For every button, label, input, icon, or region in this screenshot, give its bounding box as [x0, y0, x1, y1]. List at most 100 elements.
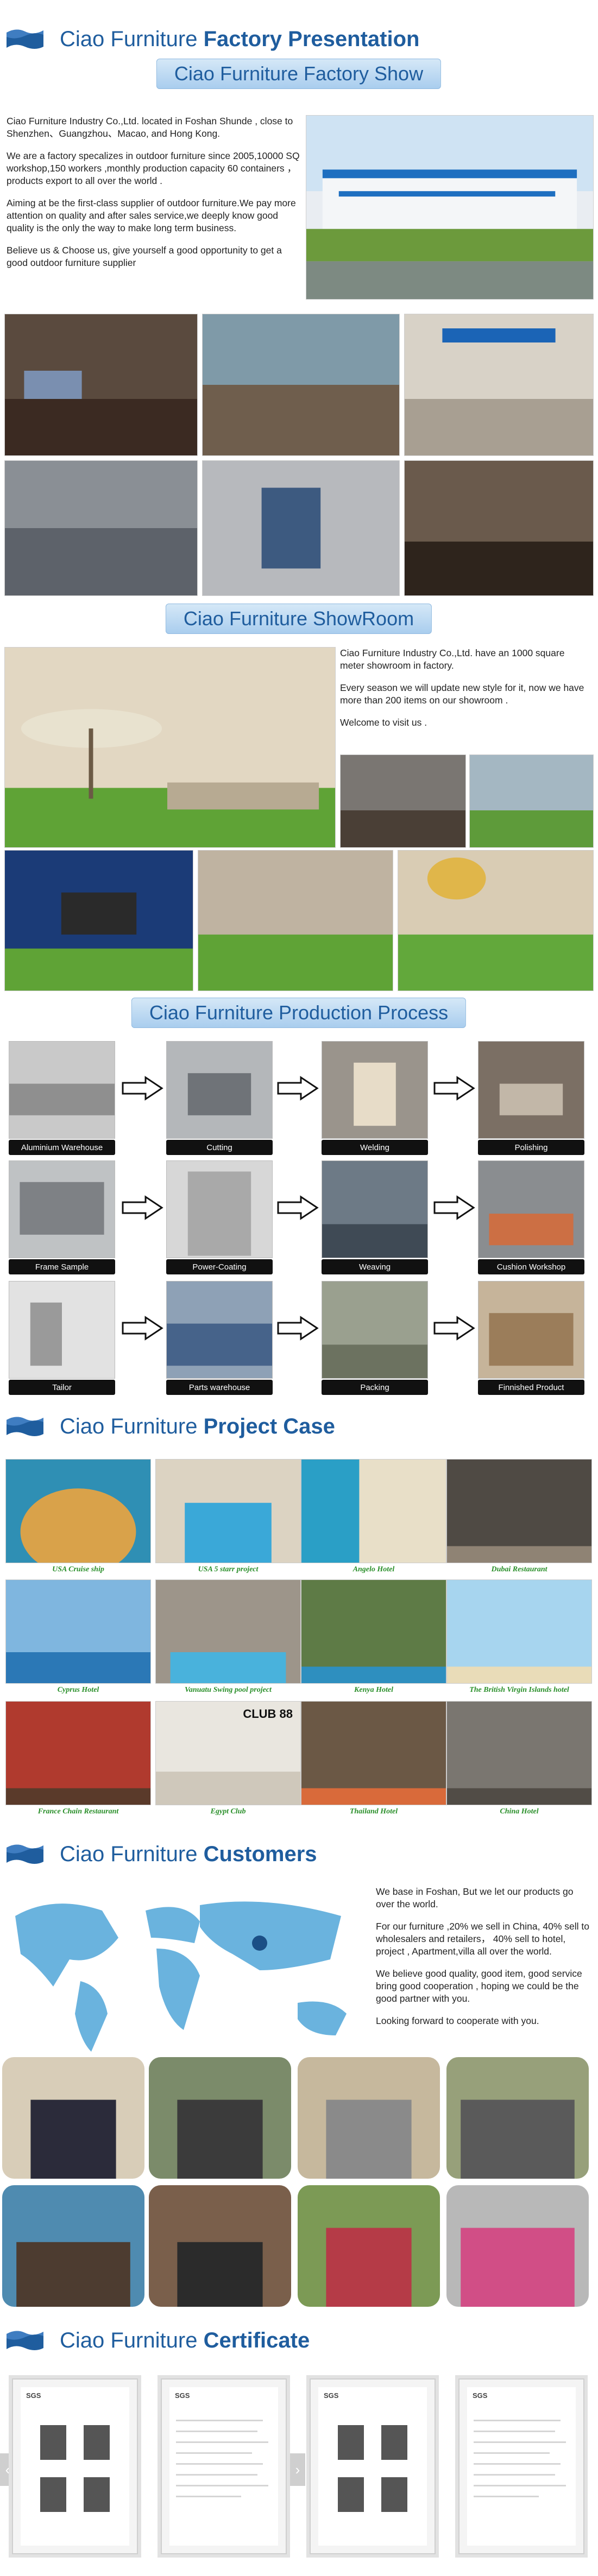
- section-title: Ciao Furniture Customers: [60, 1842, 317, 1866]
- process-label: Power-Coating: [166, 1259, 273, 1274]
- process-label: Parts warehouse: [166, 1380, 273, 1395]
- case-photo: [446, 1459, 592, 1563]
- process-label: Frame Sample: [9, 1259, 115, 1274]
- arrow-right-icon: [122, 1195, 163, 1220]
- process-photo: [166, 1160, 273, 1258]
- case-photo: [301, 1459, 446, 1563]
- process-label: Weaving: [322, 1259, 428, 1274]
- factory-photo: [202, 314, 400, 456]
- process-photo: [9, 1160, 115, 1258]
- arrow-right-icon: [277, 1076, 319, 1101]
- factory-exterior-photo: [306, 115, 594, 300]
- process-photo: [478, 1281, 584, 1379]
- flag-icon: [5, 1842, 45, 1866]
- case-photo: [155, 1459, 301, 1563]
- certificate-header: Ciao Furniture Certificate: [5, 2323, 310, 2358]
- factory-photo: [4, 460, 198, 596]
- case-caption: China Hotel: [500, 1807, 539, 1816]
- arrow-right-icon: [122, 1076, 163, 1101]
- arrow-right-icon: [277, 1316, 319, 1341]
- project-case-header: Ciao Furniture Project Case: [5, 1409, 335, 1444]
- certificate-image: [329, 2416, 416, 2521]
- arrow-right-icon: [433, 1316, 475, 1341]
- case-photo: [446, 1579, 592, 1684]
- case-photo: [5, 1701, 151, 1805]
- case-caption: Egypt Club: [210, 1807, 246, 1816]
- customer-photo: [446, 2185, 589, 2307]
- process-label: Welding: [322, 1140, 428, 1155]
- section-title: Ciao Furniture Project Case: [60, 1414, 335, 1438]
- case-caption: Thailand Hotel: [349, 1807, 398, 1816]
- arrow-right-icon: [122, 1316, 163, 1341]
- process-photo: [166, 1041, 273, 1139]
- process-photo: [9, 1281, 115, 1379]
- process-photo: [166, 1281, 273, 1379]
- flag-icon: [5, 2328, 45, 2352]
- showroom-main-photo: [4, 647, 336, 848]
- case-caption: Cyprus Hotel: [57, 1686, 99, 1694]
- section-title: Ciao Furniture Factory Presentation: [60, 27, 420, 51]
- customers-text: We base in Foshan, But we let our produc…: [376, 1886, 589, 2026]
- showroom-photo: [469, 754, 594, 848]
- case-photo: [5, 1459, 151, 1563]
- factory-show-banner: Ciao Furniture Factory Show: [156, 59, 442, 89]
- showroom-photo: [340, 754, 466, 848]
- factory-photo: [4, 314, 198, 456]
- customer-photo: [2, 2057, 144, 2179]
- process-photo: [322, 1160, 428, 1258]
- arrow-right-icon: [277, 1195, 319, 1220]
- factory-photo: [202, 460, 400, 596]
- case-caption: Vanuatu Swing pool project: [185, 1686, 272, 1694]
- case-caption: USA 5 starr project: [198, 1565, 259, 1573]
- production-process-banner: Ciao Furniture Production Process: [131, 998, 467, 1028]
- customers-header: Ciao Furniture Customers: [5, 1837, 317, 1871]
- process-photo: [478, 1160, 584, 1258]
- section-title: Ciao Furniture Certificate: [60, 2328, 310, 2352]
- factory-photo: [404, 314, 594, 456]
- showroom-banner: Ciao Furniture ShowRoom: [165, 604, 432, 634]
- carousel-next-button[interactable]: ›: [290, 2453, 305, 2486]
- case-photo: [5, 1579, 151, 1684]
- case-photo: [155, 1579, 301, 1684]
- case-caption: USA Cruise ship: [52, 1565, 104, 1573]
- certificate-card[interactable]: SGS: [158, 2375, 290, 2558]
- factory-presentation-header: Ciao Furniture Factory Presentation: [5, 22, 419, 56]
- case-photo: [301, 1701, 446, 1805]
- showroom-photo: [398, 850, 594, 991]
- customer-photo: [2, 2185, 144, 2307]
- sgs-logo: SGS: [473, 2391, 488, 2400]
- process-photo: [478, 1041, 584, 1139]
- sgs-logo: SGS: [324, 2391, 339, 2400]
- process-label: Cutting: [166, 1140, 273, 1155]
- showroom-text: Ciao Furniture Industry Co.,Ltd. have an…: [340, 648, 584, 728]
- customer-photo: [298, 2057, 440, 2179]
- flag-icon: [5, 27, 45, 51]
- case-photo: [301, 1579, 446, 1684]
- process-label: Aluminium Warehouse: [9, 1140, 115, 1155]
- certificate-card[interactable]: SGS: [455, 2375, 588, 2558]
- process-photo: [322, 1041, 428, 1139]
- club-sign: CLUB 88: [243, 1707, 293, 1721]
- process-label: Packing: [322, 1380, 428, 1395]
- process-label: Finnished Product: [478, 1380, 584, 1395]
- customer-photo: [149, 2185, 291, 2307]
- sgs-logo: SGS: [175, 2391, 190, 2400]
- factory-photo: [404, 460, 594, 596]
- case-caption: Kenya Hotel: [354, 1686, 393, 1694]
- customer-photo: [298, 2185, 440, 2307]
- case-caption: The British Virgin Islands hotel: [469, 1686, 569, 1694]
- customer-photo: [149, 2057, 291, 2179]
- certificate-image: [32, 2416, 118, 2521]
- case-photo: [446, 1701, 592, 1805]
- certificate-card[interactable]: SGS: [9, 2375, 141, 2558]
- process-label: Polishing: [478, 1140, 584, 1155]
- case-caption: Angelo Hotel: [352, 1565, 395, 1573]
- case-caption: Dubai Restaurant: [491, 1565, 547, 1573]
- world-map: [4, 1878, 368, 2063]
- certificate-card[interactable]: SGS: [306, 2375, 439, 2558]
- case-photo: CLUB 88: [155, 1701, 301, 1805]
- arrow-right-icon: [433, 1076, 475, 1101]
- showroom-photo: [4, 850, 193, 991]
- process-photo: [322, 1281, 428, 1379]
- customer-photo: [446, 2057, 589, 2179]
